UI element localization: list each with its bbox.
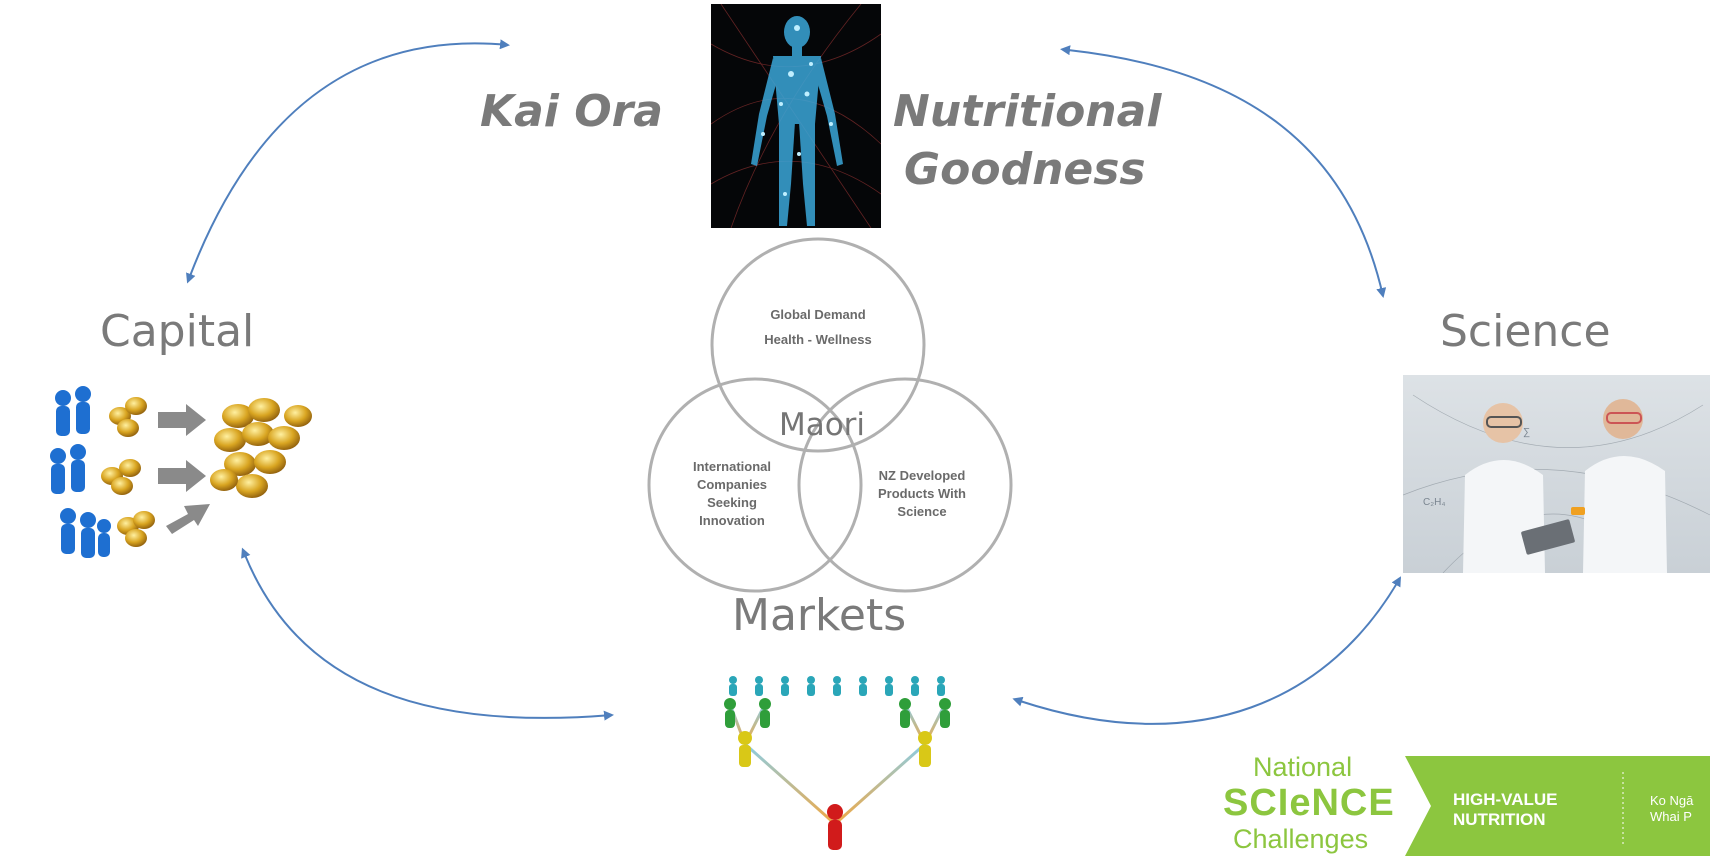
human-body-image [711,4,881,228]
arrow-markets-science [1012,576,1401,725]
banner-national: National [1253,752,1353,782]
network-person-head [833,676,841,684]
venn-diagram: Global Demand Health - Wellness Internat… [647,237,1013,593]
science-image: C₂H₄C₂H₆∑ [1403,375,1710,573]
venn-top-line1: Global Demand [770,307,865,322]
venn-left-line1: International [693,459,771,474]
arrow-capital-markets [241,547,614,721]
network-person-head [729,676,737,684]
network-person-body [859,684,867,696]
venn-center-label: Maori [779,407,865,443]
arrow-capital-kaiora [186,39,510,284]
venn-right-line1: NZ Developed [879,468,966,483]
network-person-head [859,676,867,684]
label-kai-ora: Kai Ora [480,86,663,137]
network-person-head [807,676,815,684]
banner-hv-line2: NUTRITION [1453,810,1546,829]
label-markets: Markets [732,590,907,641]
network-person-body [833,684,841,696]
label-capital: Capital [100,306,255,357]
label-science: Science [1440,306,1611,357]
label-goodness: Goodness [904,144,1146,195]
venn-circle-left [647,377,863,593]
venn-right-line2: Products With [878,486,966,501]
network-person-body [781,684,789,696]
svg-text:C₂H₄: C₂H₄ [1423,497,1445,508]
banner-maori-line2: Whai P [1650,809,1692,824]
banner-science-logo: SCIeNCE [1223,782,1395,824]
network-person-head [755,676,763,684]
network-person-head [911,676,919,684]
network-person-body [807,684,815,696]
banner-hv-line1: HIGH-VALUE [1453,790,1558,809]
venn-circle-top [710,237,926,453]
nsc-banner: National SCIeNCE Challenges HIGH-VALUE N… [1205,752,1710,860]
network-person-head [781,676,789,684]
svg-text:∑: ∑ [1523,427,1530,438]
venn-left-line2: Companies [697,477,767,492]
network-person-body [755,684,763,696]
banner-challenges: Challenges [1233,824,1369,854]
venn-right-line3: Science [897,504,946,519]
banner-maori-line1: Ko Ngā [1650,793,1694,808]
venn-left-line3: Seeking [707,495,757,510]
network-person-head [937,676,945,684]
label-nutritional: Nutritional [893,86,1162,137]
network-person-head [885,676,893,684]
venn-top-line2: Health - Wellness [764,332,871,347]
venn-left-line4: Innovation [699,513,765,528]
arrow-nutritional-science [1060,45,1387,298]
network-person-body [937,684,945,696]
venn-circle-right [797,377,1013,593]
network-person-body [729,684,737,696]
network-person-body [911,684,919,696]
markets-network-image [705,674,965,860]
network-person-body [885,684,893,696]
capital-image [8,376,330,612]
